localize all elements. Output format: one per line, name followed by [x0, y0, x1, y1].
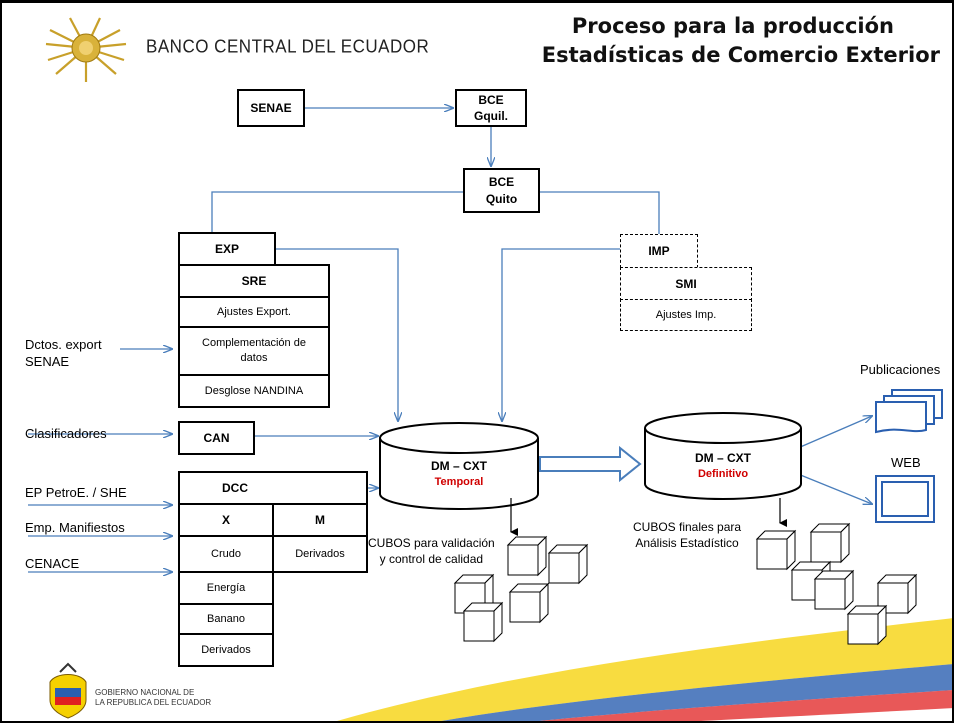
desglose-box: Desglose NANDINA: [178, 374, 330, 408]
imp-box: IMP: [620, 234, 698, 268]
gov-footer-text: GOBIERNO NACIONAL DE LA REPUBLICA DEL EC…: [95, 688, 211, 708]
sre-box: SRE: [178, 264, 330, 298]
sun-emblem-icon: [45, 17, 127, 82]
publications-icon: [875, 389, 943, 434]
page-title-line1: Proceso para la producción: [571, 14, 894, 38]
cubes-final-line1: CUBOS finales para: [633, 520, 742, 534]
energia-cell: Energía: [178, 571, 274, 605]
page-title-line2: Estadísticas de Comercio Exterior: [541, 43, 940, 67]
db-temporal-name: DM – CXT: [430, 459, 487, 473]
connectors: [28, 108, 872, 572]
db-temporal-label: DM – CXT Temporal: [380, 458, 538, 490]
m-header: M: [272, 503, 368, 537]
bce-quito-label2: Quito: [485, 191, 518, 206]
complementacion-box: Complementación de datos: [178, 326, 330, 376]
crudo-cell: Crudo: [178, 535, 274, 573]
bce-gquil-label2: Gquil.: [474, 109, 508, 123]
smi-box: SMI: [620, 267, 752, 301]
database-temporal-icon: [379, 422, 539, 510]
db-definitivo-name: DM – CXT: [694, 451, 751, 465]
cenace-label: CENACE: [25, 556, 80, 571]
coat-of-arms-icon: [49, 662, 87, 719]
bank-name: BANCO CENTRAL DEL ECUADOR: [146, 36, 430, 57]
derivados-m-cell: Derivados: [272, 535, 368, 573]
cubes-validation-line2: y control de calidad: [379, 551, 484, 566]
cubes-final-line2: Análisis Estadístico: [635, 535, 739, 550]
clasificadores-label: Clasificadores: [25, 426, 107, 441]
banano-cell: Banano: [178, 603, 274, 635]
publicaciones-label: Publicaciones: [860, 362, 941, 377]
db-definitivo-state: Definitivo: [697, 467, 749, 480]
dctos-line2: SENAE: [25, 353, 70, 369]
web-icon: [875, 475, 935, 523]
bce-gquil-box: BCE Gquil.: [455, 89, 527, 127]
db-definitivo-label: DM – CXT Definitivo: [645, 450, 801, 482]
cubes-validation-caption: CUBOS para validación y control de calid…: [368, 536, 495, 567]
emp-manifiestos-label: Emp. Manifiestos: [25, 520, 125, 535]
ajustes-imp-box: Ajustes Imp.: [620, 299, 752, 331]
dctos-export-label: Dctos. export SENAE: [25, 337, 102, 371]
bce-gquil-label1: BCE: [478, 92, 504, 107]
senae-box: SENAE: [237, 89, 305, 127]
bce-quito-box: BCE Quito: [463, 168, 540, 213]
db-temporal-state: Temporal: [434, 475, 484, 488]
big-arrow-icon: [539, 445, 642, 483]
exp-box: EXP: [178, 232, 276, 266]
cubes-validation-line1: CUBOS para validación: [368, 536, 495, 550]
database-definitivo-icon: [644, 412, 802, 500]
ajustes-export-box: Ajustes Export.: [178, 296, 330, 328]
derivados-x-cell: Derivados: [178, 633, 274, 667]
flag-swoosh: [330, 618, 954, 723]
dctos-line1: Dctos. export: [25, 337, 102, 352]
web-label: WEB: [891, 455, 921, 470]
dcc-box: DCC: [178, 471, 368, 505]
gov-line2: LA REPUBLICA DEL ECUADOR: [95, 698, 212, 707]
cubes-final-caption: CUBOS finales para Análisis Estadístico: [633, 520, 741, 551]
gov-line1: GOBIERNO NACIONAL DE: [95, 688, 195, 697]
can-box: CAN: [178, 421, 255, 455]
ep-petroe-label: EP PetroE. / SHE: [25, 485, 127, 500]
bce-quito-label1: BCE: [488, 175, 515, 190]
x-header: X: [178, 503, 274, 537]
